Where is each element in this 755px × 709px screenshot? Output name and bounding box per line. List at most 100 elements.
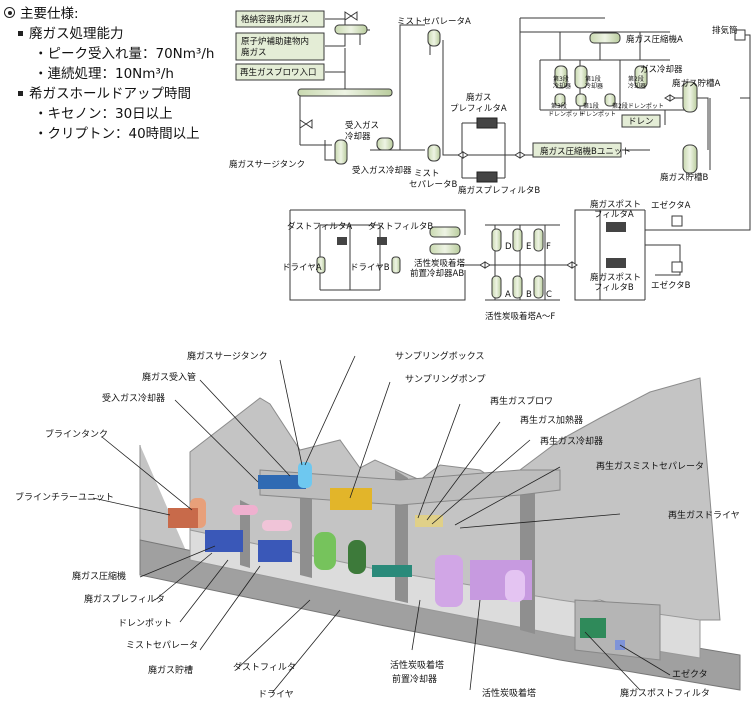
svg-text:前置冷却器AB: 前置冷却器AB: [410, 268, 464, 279]
svg-text:第2段ドレンポット: 第2段ドレンポット: [612, 102, 664, 110]
svg-text:活性炭吸着塔: 活性炭吸着塔: [482, 687, 536, 699]
svg-text:エゼクタB: エゼクタB: [651, 280, 691, 291]
flow-source-box: 原子炉補助建物内 廃ガス: [235, 32, 325, 61]
svg-text:ドライヤ: ドライヤ: [258, 689, 294, 700]
mist-separator-a: [427, 29, 441, 47]
svg-text:廃ガス受入管: 廃ガス受入管: [142, 371, 196, 383]
storage-tank-b: [682, 144, 698, 174]
svg-text:活性炭吸着塔: 活性炭吸着塔: [414, 258, 466, 269]
charcoal-towers: [491, 228, 544, 299]
target-bullet-icon: [4, 7, 15, 18]
svg-text:廃ガス: 廃ガス: [241, 47, 267, 58]
svg-text:エゼクタ: エゼクタ: [672, 668, 708, 680]
svg-text:第3段: 第3段: [553, 75, 569, 83]
svg-text:第2段: 第2段: [628, 75, 644, 83]
dryer-b: [391, 256, 401, 274]
surge-tank: [334, 139, 348, 165]
svg-text:A: A: [505, 290, 511, 300]
svg-text:C: C: [546, 290, 552, 300]
svg-text:フィルタB: フィルタB: [594, 283, 634, 293]
svg-text:廃ガスポスト: 廃ガスポスト: [590, 272, 641, 283]
flow-source-box: 格納容器内廃ガス: [235, 10, 325, 28]
svg-text:ブラインチラーユニット: ブラインチラーユニット: [15, 491, 114, 503]
inlet-cooler: [376, 137, 394, 151]
svg-text:ダストフィルタ: ダストフィルタ: [233, 661, 296, 673]
stack: [734, 29, 746, 41]
spec-item: 希ガスホールドアップ時間: [4, 84, 232, 104]
spec-subitem: ・ピーク受入れ量：70Nm³/h: [34, 46, 215, 62]
stage3-drain-pot: [554, 93, 566, 107]
svg-text:ダストフィルタA: ダストフィルタA: [287, 221, 352, 232]
spec-heading: 主要仕様:: [4, 4, 232, 24]
square-bullet-icon: [18, 31, 23, 36]
svg-text:ミスト: ミスト: [414, 169, 440, 179]
drain-box: [621, 114, 661, 128]
svg-text:ミストセパレータA: ミストセパレータA: [397, 17, 471, 27]
svg-text:廃ガス圧縮機Bユニット: 廃ガス圧縮機Bユニット: [540, 146, 631, 157]
svg-text:再生ガスドライヤ: 再生ガスドライヤ: [668, 509, 740, 521]
stage1-drain-pot: [575, 93, 587, 107]
svg-text:冷却器: 冷却器: [345, 131, 371, 142]
svg-text:再生ガス冷却器: 再生ガス冷却器: [540, 435, 603, 447]
svg-text:第1段: 第1段: [585, 75, 601, 83]
small-drum: [334, 24, 368, 35]
dust-filter-b: [377, 237, 387, 245]
flow-source-box: 再生ガスブロワ入口: [235, 63, 325, 81]
spec-item: 廃ガス処理能力: [4, 24, 232, 44]
spec-subitem: ・連続処理：10Nm³/h: [34, 66, 174, 82]
precooler-b: [429, 243, 461, 255]
svg-text:廃ガス圧縮機: 廃ガス圧縮機: [72, 570, 126, 582]
svg-text:廃ガス貯槽: 廃ガス貯槽: [148, 664, 193, 676]
precooler-a: [429, 226, 461, 238]
svg-text:排気筒: 排気筒: [712, 25, 738, 36]
prefilter-b: [476, 171, 498, 183]
svg-text:廃ガス: 廃ガス: [466, 92, 492, 103]
svg-text:活性炭吸着塔A～F: 活性炭吸着塔A～F: [485, 311, 555, 322]
svg-text:ダストフィルタB: ダストフィルタB: [368, 221, 433, 232]
spec-subitem: ・クリプトン：40時間以上: [34, 126, 200, 142]
svg-text:ガス冷却器: ガス冷却器: [640, 64, 683, 75]
callout-lines: [92, 355, 671, 694]
svg-text:活性炭吸着塔: 活性炭吸着塔: [390, 659, 444, 671]
dryer-a: [316, 256, 326, 274]
svg-text:廃ガスポストフィルタ: 廃ガスポストフィルタ: [620, 687, 710, 699]
svg-text:再生ガスブロワ入口: 再生ガスブロワ入口: [240, 67, 317, 78]
svg-text:受入ガス: 受入ガス: [345, 120, 379, 131]
ejector-b: [671, 261, 683, 273]
svg-text:冷却器: 冷却器: [553, 82, 571, 90]
svg-text:ドレンポット: ドレンポット: [580, 110, 616, 118]
svg-text:原子炉補助建物内: 原子炉補助建物内: [241, 36, 309, 47]
prefilter-a: [476, 117, 498, 129]
compressor-b-unit: [532, 142, 622, 158]
svg-text:受入ガス冷却器: 受入ガス冷却器: [352, 165, 412, 176]
ejector-a: [671, 215, 683, 227]
svg-text:廃ガスポスト: 廃ガスポスト: [590, 199, 641, 210]
svg-text:ドレン: ドレン: [628, 117, 654, 127]
svg-text:サンプリングポンプ: サンプリングポンプ: [405, 373, 485, 385]
compressor-a: [589, 32, 621, 44]
svg-text:B: B: [526, 290, 532, 300]
svg-text:再生ガスミストセパレータ: 再生ガスミストセパレータ: [596, 460, 704, 472]
svg-text:プレフィルタA: プレフィルタA: [450, 104, 507, 114]
spec-list: 主要仕様: 廃ガス処理能力 ・ピーク受入れ量：70Nm³/h ・連続処理：10N…: [4, 4, 232, 144]
mist-separator-b: [427, 144, 441, 162]
svg-text:第3段: 第3段: [551, 102, 567, 110]
square-bullet-icon: [18, 91, 23, 96]
svg-text:廃ガスサージタンク: 廃ガスサージタンク: [229, 159, 305, 170]
storage-tank-a: [682, 81, 698, 113]
svg-text:第1段: 第1段: [583, 102, 599, 110]
svg-text:冷却器: 冷却器: [628, 82, 646, 90]
svg-text:ドライヤA: ドライヤA: [282, 263, 322, 273]
svg-text:廃ガスサージタンク: 廃ガスサージタンク: [187, 350, 268, 362]
svg-text:サンプリングボックス: サンプリングボックス: [395, 350, 484, 362]
svg-text:フィルタA: フィルタA: [594, 210, 634, 220]
svg-text:ブラインタンク: ブラインタンク: [45, 428, 108, 440]
svg-text:E: E: [526, 242, 531, 252]
svg-text:再生ガス加熱器: 再生ガス加熱器: [520, 414, 583, 426]
post-filter-a: [606, 222, 626, 232]
stage2-drain-pot: [604, 93, 616, 107]
header-pipe: [297, 88, 393, 97]
svg-text:ミストセパレータ: ミストセパレータ: [126, 640, 198, 651]
svg-text:エゼクタA: エゼクタA: [651, 200, 691, 211]
